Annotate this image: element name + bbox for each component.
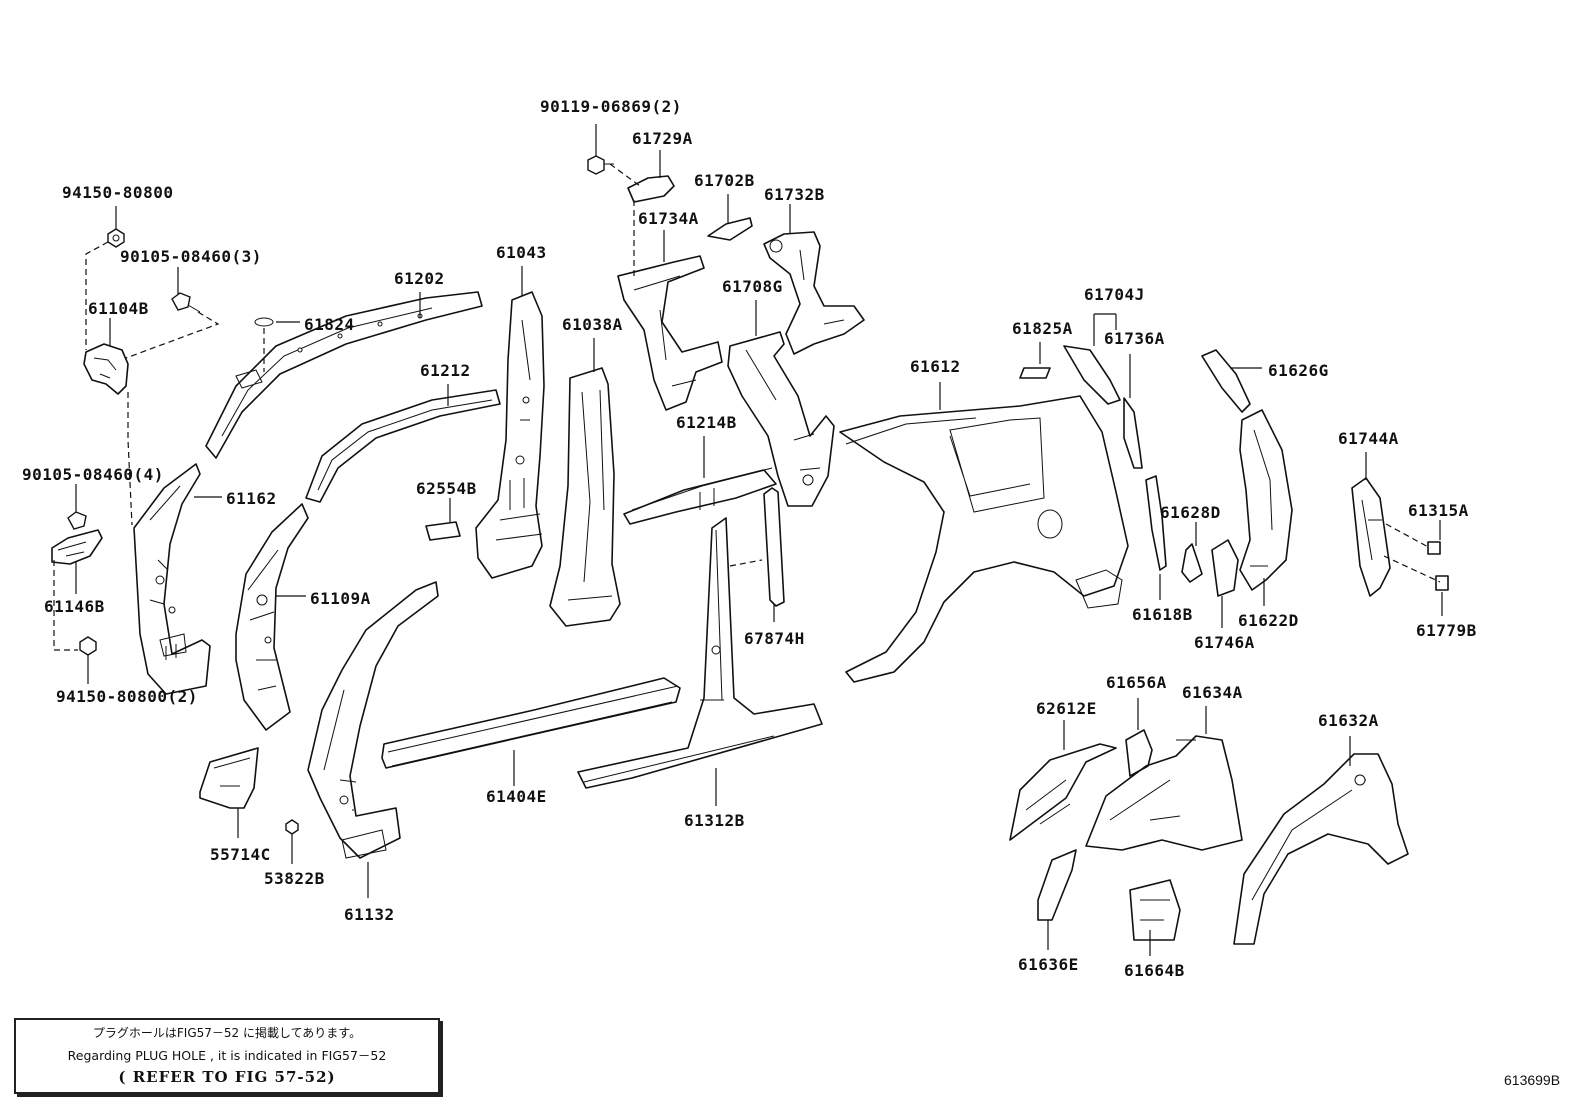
label-61212: 61212 [420,361,471,380]
label-61825A: 61825A [1012,319,1073,338]
label-94150-80800-2: 94150-80800(2) [56,687,198,706]
label-94150-80800: 94150-80800 [62,183,173,202]
label-61734A: 61734A [638,209,699,228]
label-61202: 61202 [394,269,445,288]
label-61729A: 61729A [632,129,693,148]
part-61612 [839,395,1129,683]
note-reference: ( REFER TO FIG 57-52) [118,1068,336,1086]
part-61779B [1435,575,1449,591]
part-61729A [627,175,675,203]
part-61315A [1427,541,1441,555]
reference-note-box: プラグホールはFIG57－52 に掲載してあります。 Regarding PLU… [14,1018,440,1094]
label-61626G: 61626G [1268,361,1329,380]
part-61146B [51,529,103,565]
part-61038A [549,367,621,627]
label-61736A: 61736A [1104,329,1165,348]
label-67874H: 67874H [744,629,805,648]
part-61626G [1201,349,1251,413]
label-62612E: 62612E [1036,699,1097,718]
part-61312B [577,517,823,789]
label-55714C: 55714C [210,845,271,864]
label-62554B: 62554B [416,479,477,498]
label-61104B: 61104B [88,299,149,318]
part-61622D [1239,409,1293,591]
label-61779B: 61779B [1416,621,1477,640]
label-61612: 61612 [910,357,961,376]
label-61632A: 61632A [1318,711,1379,730]
part-61214B [623,467,777,525]
label-61622D: 61622D [1238,611,1299,630]
part-61702B [707,217,753,241]
label-61312B: 61312B [684,811,745,830]
part-61732B [763,231,865,355]
part-61202 [205,291,483,459]
label-61636E: 61636E [1018,955,1079,974]
part-61618B [1145,475,1167,571]
bolt-90105-08460-3 [171,292,201,313]
label-90105-08460-3: 90105-08460(3) [120,247,262,266]
part-61104B [83,343,129,395]
part-61043 [475,291,545,579]
label-61038A: 61038A [562,315,623,334]
label-61744A: 61744A [1338,429,1399,448]
part-labels: 94150-80800 90105-08460(3) 61104B 90105-… [22,97,1477,980]
part-61212 [305,389,501,503]
note-japanese: プラグホールはFIG57－52 に掲載してあります。 [92,1026,362,1040]
label-61109A: 61109A [310,589,371,608]
label-61404E: 61404E [486,787,547,806]
part-67874H [763,487,785,607]
part-61734A [617,255,723,411]
label-61732B: 61732B [764,185,825,204]
part-61824 [254,317,274,327]
part-61634A [1085,735,1243,851]
part-62554B [425,521,461,541]
label-61704J: 61704J [1084,285,1145,304]
part-61404E [381,677,681,769]
label-61132: 61132 [344,905,395,924]
label-61634A: 61634A [1182,683,1243,702]
part-61628D [1181,543,1203,583]
label-61746A: 61746A [1194,633,1255,652]
note-english: Regarding PLUG HOLE , it is indicated in… [67,1048,387,1063]
label-53822B: 53822B [264,869,325,888]
label-61664B: 61664B [1124,961,1185,980]
label-61162: 61162 [226,489,277,508]
part-62612E [1009,743,1117,841]
clip-53822B [285,819,299,835]
bolt-90119-06869-2 [587,155,614,175]
part-55714C [199,747,259,809]
part-61162 [133,463,211,695]
label-90119-06869-2: 90119-06869(2) [540,97,682,116]
label-61146B: 61146B [44,597,105,616]
part-61708G [727,331,835,507]
part-61825A [1019,367,1051,379]
part-61656A [1125,729,1153,777]
label-61824: 61824 [304,315,355,334]
label-61628D: 61628D [1160,503,1221,522]
label-61656A: 61656A [1106,673,1167,692]
label-61618B: 61618B [1132,605,1193,624]
nut-94150-80800-2 [79,636,97,656]
part-61632A [1233,753,1409,945]
label-61708G: 61708G [722,277,783,296]
part-61746A [1211,539,1239,597]
label-61214B: 61214B [676,413,737,432]
bolt-90105-08460-4 [67,511,87,530]
part-61664B [1129,879,1181,941]
part-61636E [1037,849,1077,921]
part-61704J [1063,345,1143,469]
part-61109A [235,503,309,731]
nut-94150-80800 [107,228,125,248]
figure-id: 613699B [1504,1072,1561,1088]
part-61744A [1351,477,1391,597]
part-61132 [307,581,439,859]
label-61702B: 61702B [694,171,755,190]
label-61315A: 61315A [1408,501,1469,520]
label-61043: 61043 [496,243,547,262]
label-90105-08460-4: 90105-08460(4) [22,465,164,484]
